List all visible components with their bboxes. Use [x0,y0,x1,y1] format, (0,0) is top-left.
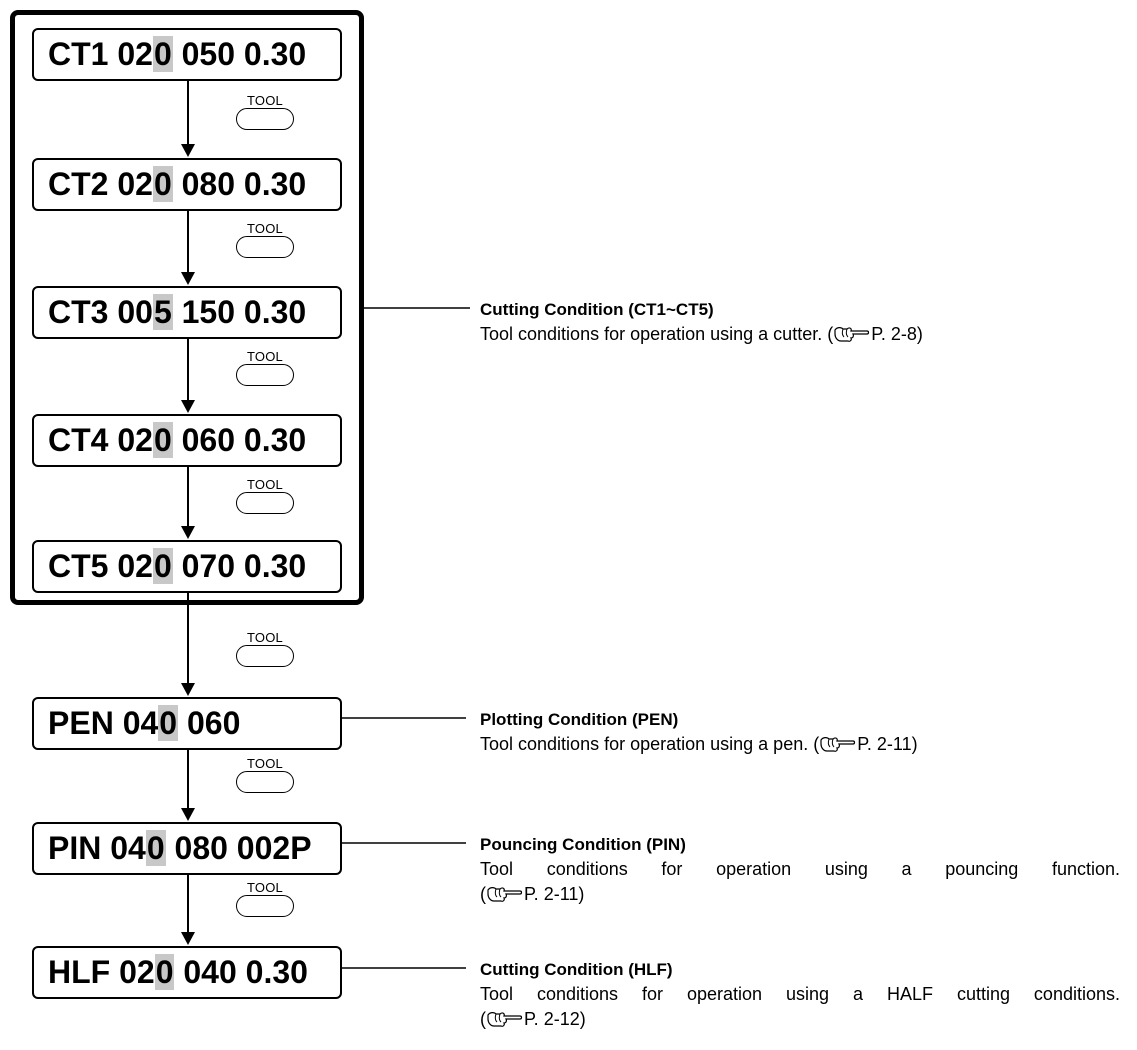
key-button-shape [236,492,294,514]
tool-key[interactable]: TOOL [236,221,294,258]
tool-key[interactable]: TOOL [236,756,294,793]
cursor-digit: 0 [154,954,175,990]
description-text: ( [480,1009,486,1029]
cursor-digit: 0 [152,166,173,202]
description-title: Plotting Condition (PEN) [480,710,679,729]
reference-pointing-hand-icon [487,1012,523,1027]
display-suffix: 080 0.30 [172,166,307,202]
cursor-digit: 0 [152,36,173,72]
tool-key-label: TOOL [247,756,283,771]
display-suffix: 060 [178,705,241,741]
lcd-display-ct2: CT2 020 080 0.30 [32,158,342,211]
display-prefix: CT4 02 [48,422,153,458]
display-suffix: 060 0.30 [172,422,307,458]
display-prefix: CT2 02 [48,166,153,202]
description-pouncing-pin: Pouncing Condition (PIN) Tool conditions… [480,832,1120,907]
page-reference-link[interactable]: P. 2-11) [524,884,585,904]
key-button-shape [236,771,294,793]
lcd-display-ct5: CT5 020 070 0.30 [32,540,342,593]
description-body: Tool conditions for operation using a pe… [480,732,1120,757]
description-body: Tool conditions for operation using a po… [480,859,1120,879]
display-suffix: 070 0.30 [172,548,307,584]
reference-pointing-hand-icon [834,327,870,342]
description-text: ( [480,884,486,904]
tool-key-label: TOOL [247,630,283,645]
key-button-shape [236,364,294,386]
cursor-digit: 5 [152,294,173,330]
page-reference-link[interactable]: P. 2-12) [524,1009,586,1029]
cursor-digit: 0 [145,830,166,866]
reference-pointing-hand-icon [487,887,523,902]
tool-key-label: TOOL [247,349,283,364]
tool-key-label: TOOL [247,880,283,895]
leader-lines [342,307,470,969]
display-suffix: 150 0.30 [172,294,307,330]
display-prefix: HLF 02 [48,954,155,990]
key-button-shape [236,108,294,130]
description-text: Tool conditions for operation using a cu… [480,324,834,344]
key-button-shape [236,236,294,258]
display-prefix: CT3 00 [48,294,153,330]
tool-key-label: TOOL [247,93,283,108]
page-reference-link[interactable]: P. 2-8) [871,324,923,344]
tool-key-label: TOOL [247,477,283,492]
description-title: Cutting Condition (HLF) [480,960,673,979]
description-reference-line: ( P. 2-11) [480,882,1120,907]
description-title: Cutting Condition (CT1~CT5) [480,300,714,319]
tool-key[interactable]: TOOL [236,349,294,386]
description-cutting-hlf: Cutting Condition (HLF) Tool conditions … [480,957,1120,1032]
cursor-digit: 0 [152,422,173,458]
display-suffix: 080 002P [165,830,312,866]
tool-key[interactable]: TOOL [236,93,294,130]
cursor-digit: 0 [158,705,179,741]
description-cutting-ct: Cutting Condition (CT1~CT5) Tool conditi… [480,297,1120,347]
description-body: Tool conditions for operation using a cu… [480,322,1120,347]
display-prefix: PIN 04 [48,830,146,866]
description-text: Tool conditions for operation using a pe… [480,734,820,754]
description-body: Tool conditions for operation using a HA… [480,984,1120,1004]
display-prefix: CT1 02 [48,36,153,72]
lcd-display-hlf: HLF 020 040 0.30 [32,946,342,999]
display-suffix: 040 0.30 [174,954,308,990]
description-title: Pouncing Condition (PIN) [480,835,686,854]
display-prefix: CT5 02 [48,548,153,584]
tool-key[interactable]: TOOL [236,477,294,514]
display-prefix: PEN 04 [48,705,159,741]
lcd-display-pin: PIN 040 080 002P [32,822,342,875]
description-plotting-pen: Plotting Condition (PEN) Tool conditions… [480,707,1120,757]
tool-key[interactable]: TOOL [236,880,294,917]
lcd-display-ct1: CT1 020 050 0.30 [32,28,342,81]
down-arrows [181,81,195,945]
page-reference-link[interactable]: P. 2-11) [857,734,918,754]
key-button-shape [236,645,294,667]
lcd-display-ct3: CT3 005 150 0.30 [32,286,342,339]
lcd-display-ct4: CT4 020 060 0.30 [32,414,342,467]
tool-key[interactable]: TOOL [236,630,294,667]
description-reference-line: ( P. 2-12) [480,1007,1120,1032]
reference-pointing-hand-icon [820,737,856,752]
key-button-shape [236,895,294,917]
cursor-digit: 0 [152,548,173,584]
display-suffix: 050 0.30 [172,36,307,72]
tool-key-label: TOOL [247,221,283,236]
lcd-display-pen: PEN 040 060 [32,697,342,750]
